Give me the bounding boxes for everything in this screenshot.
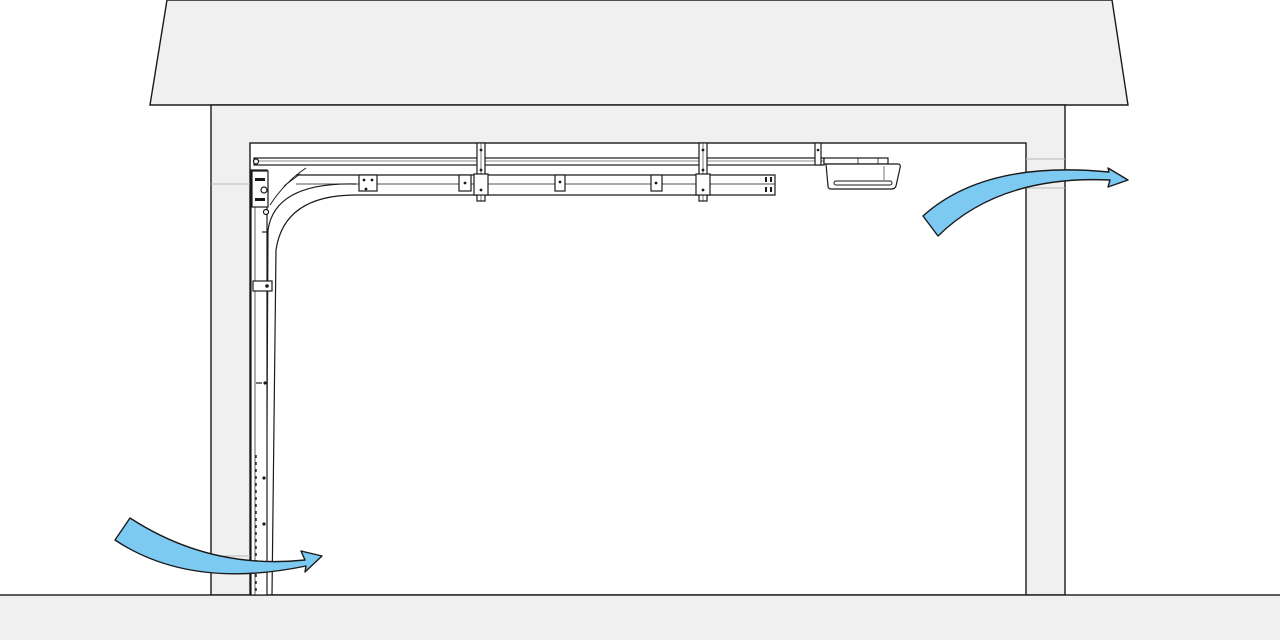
curved-arrow-up-right-icon [922,167,1129,237]
garage-door-opener-icon [823,157,901,190]
opener-rail [252,157,825,166]
curved-arrow-right-icon [114,517,323,575]
door-opening [249,142,1027,596]
hanger-bracket-2 [695,142,711,202]
roof [149,0,1129,106]
hanger-bracket-3 [814,142,822,166]
track-bracket-1 [358,174,378,192]
curved-track-inner [271,194,357,596]
ground-floor [0,594,1280,640]
track-bracket-3 [554,174,566,192]
vertical-jamb-rail [250,169,273,596]
track-bracket-4 [650,174,663,192]
garage-door-track-system [250,142,901,596]
garage-building [149,0,1129,596]
hanger-bracket-1 [473,142,489,202]
curved-track-outer [265,183,357,596]
track-bracket-2 [458,174,472,192]
